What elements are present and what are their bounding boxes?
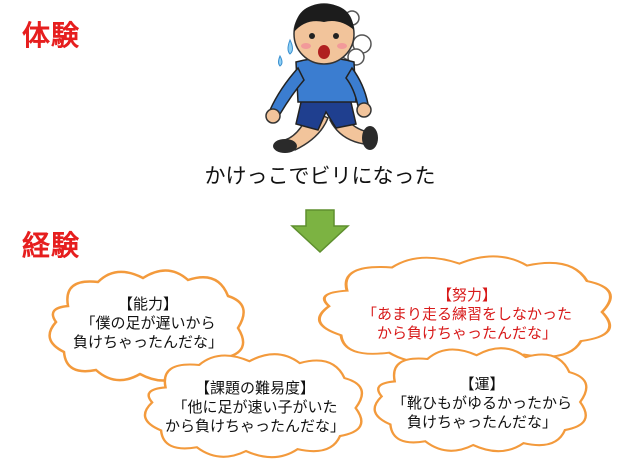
down-arrow-icon [290,209,350,254]
bubble-luck-text: 【運】 「靴ひもがゆるかったから 負けちゃったんだな」 [362,375,602,432]
bubble-heading: 【運】 [459,375,505,393]
caption-text: かけっこでビリになった [204,164,436,188]
bubble-ability-text: 【能力】 「僕の足が遅いから 負けちゃったんだな」 [38,295,258,352]
bubble-difficulty-text: 【課題の難易度】 「他に足が速い子がいた から負けちゃったんだな」 [132,379,378,436]
bubble-line: 「他に足が速い子がいた [172,398,338,416]
bubble-heading: 【能力】 [117,295,178,313]
bubble-effort-text: 【努力】 「あまり走る練習をしなかった から負けちゃったんだな」 [302,286,632,343]
bubble-line: 「僕の足が遅いから [80,314,216,332]
bubble-heading: 【課題の難易度】 [194,379,315,397]
title-lesson: 経験 [22,229,81,262]
bubble-line: 「あまり走る練習をしなかった [361,305,572,323]
bubble-line: から負けちゃったんだな」 [376,324,557,342]
bubble-line: 負けちゃったんだな」 [406,413,557,431]
bubble-line: 「靴ひもがゆるかったから [391,394,572,412]
title-experience: 体験 [22,19,81,52]
sweat-drop-icon [287,38,293,55]
bubble-heading: 【努力】 [436,286,497,304]
bubble-line: から負けちゃったんだな」 [164,417,345,435]
tired-boy-illustration [265,3,378,153]
bubble-line: 負けちゃったんだな」 [72,333,223,351]
